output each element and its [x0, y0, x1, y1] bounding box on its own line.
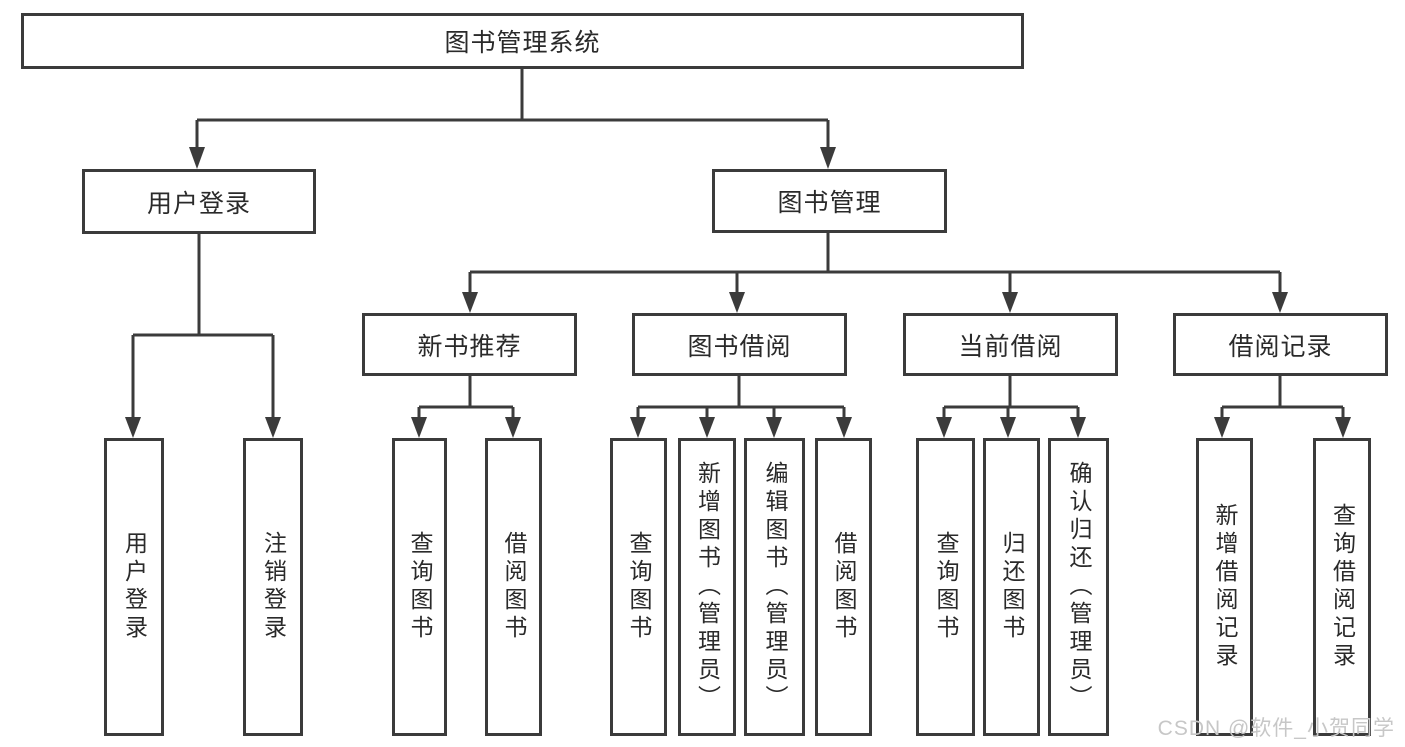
- csdn-watermark: CSDN @软件_小贺同学: [1157, 717, 1395, 740]
- leaf-records-add-record: 新增借阅记录: [1196, 438, 1253, 736]
- node-root-label: 图书管理系统: [444, 29, 601, 57]
- leaf-logout-label: 注销登录: [260, 531, 287, 643]
- leaf-borrow-query-books-label: 查询图书: [626, 531, 652, 643]
- leaf-borrow-borrow-books: 借阅图书: [815, 438, 872, 736]
- node-current-borrow-label: 当前借阅: [958, 332, 1063, 361]
- leaf-borrow-add-books-admin: 新增图书（管理员）: [678, 438, 736, 736]
- node-new-book-recommend: 新书推荐: [362, 313, 577, 376]
- leaf-logout: 注销登录: [243, 438, 303, 736]
- leaf-user-login: 用户登录: [104, 438, 164, 736]
- node-book-management: 图书管理: [712, 169, 947, 233]
- leaf-current-return-books-label: 归还图书: [999, 531, 1025, 643]
- leaf-recommend-query-books-label: 查询图书: [407, 531, 433, 643]
- leaf-borrow-query-books: 查询图书: [610, 438, 667, 736]
- leaf-borrow-add-books-admin-label: 新增图书（管理员）: [694, 461, 721, 713]
- leaf-recommend-query-books: 查询图书: [392, 438, 447, 736]
- node-borrow-records-label: 借阅记录: [1228, 332, 1333, 361]
- leaf-recommend-borrow-books-label: 借阅图书: [501, 531, 527, 643]
- arrowheads: [125, 147, 1351, 438]
- leaf-records-query-record-label: 查询借阅记录: [1329, 503, 1356, 671]
- node-book-management-label: 图书管理: [777, 189, 882, 217]
- node-book-borrow-label: 图书借阅: [687, 332, 792, 361]
- node-borrow-records: 借阅记录: [1173, 313, 1388, 376]
- node-user-login-label: 用户登录: [146, 189, 251, 218]
- leaf-current-return-books: 归还图书: [983, 438, 1040, 736]
- leaf-current-confirm-return-admin-label: 确认归还（管理员）: [1066, 461, 1092, 713]
- node-root-library-system: 图书管理系统: [21, 13, 1024, 69]
- leaf-borrow-borrow-books-label: 借阅图书: [831, 531, 857, 643]
- leaf-records-query-record: 查询借阅记录: [1313, 438, 1371, 736]
- node-user-login: 用户登录: [82, 169, 316, 234]
- leaf-borrow-edit-books-admin-label: 编辑图书（管理员）: [762, 461, 788, 713]
- leaf-current-query-books-label: 查询图书: [933, 531, 959, 643]
- leaf-user-login-label: 用户登录: [121, 531, 148, 643]
- leaf-borrow-edit-books-admin: 编辑图书（管理员）: [744, 438, 805, 736]
- leaf-current-confirm-return-admin: 确认归还（管理员）: [1048, 438, 1109, 736]
- leaf-recommend-borrow-books: 借阅图书: [485, 438, 542, 736]
- node-book-borrow: 图书借阅: [632, 313, 847, 376]
- node-current-borrow: 当前借阅: [903, 313, 1118, 376]
- node-new-book-recommend-label: 新书推荐: [417, 332, 522, 361]
- leaf-current-query-books: 查询图书: [916, 438, 975, 736]
- leaf-records-add-record-label: 新增借阅记录: [1212, 503, 1238, 671]
